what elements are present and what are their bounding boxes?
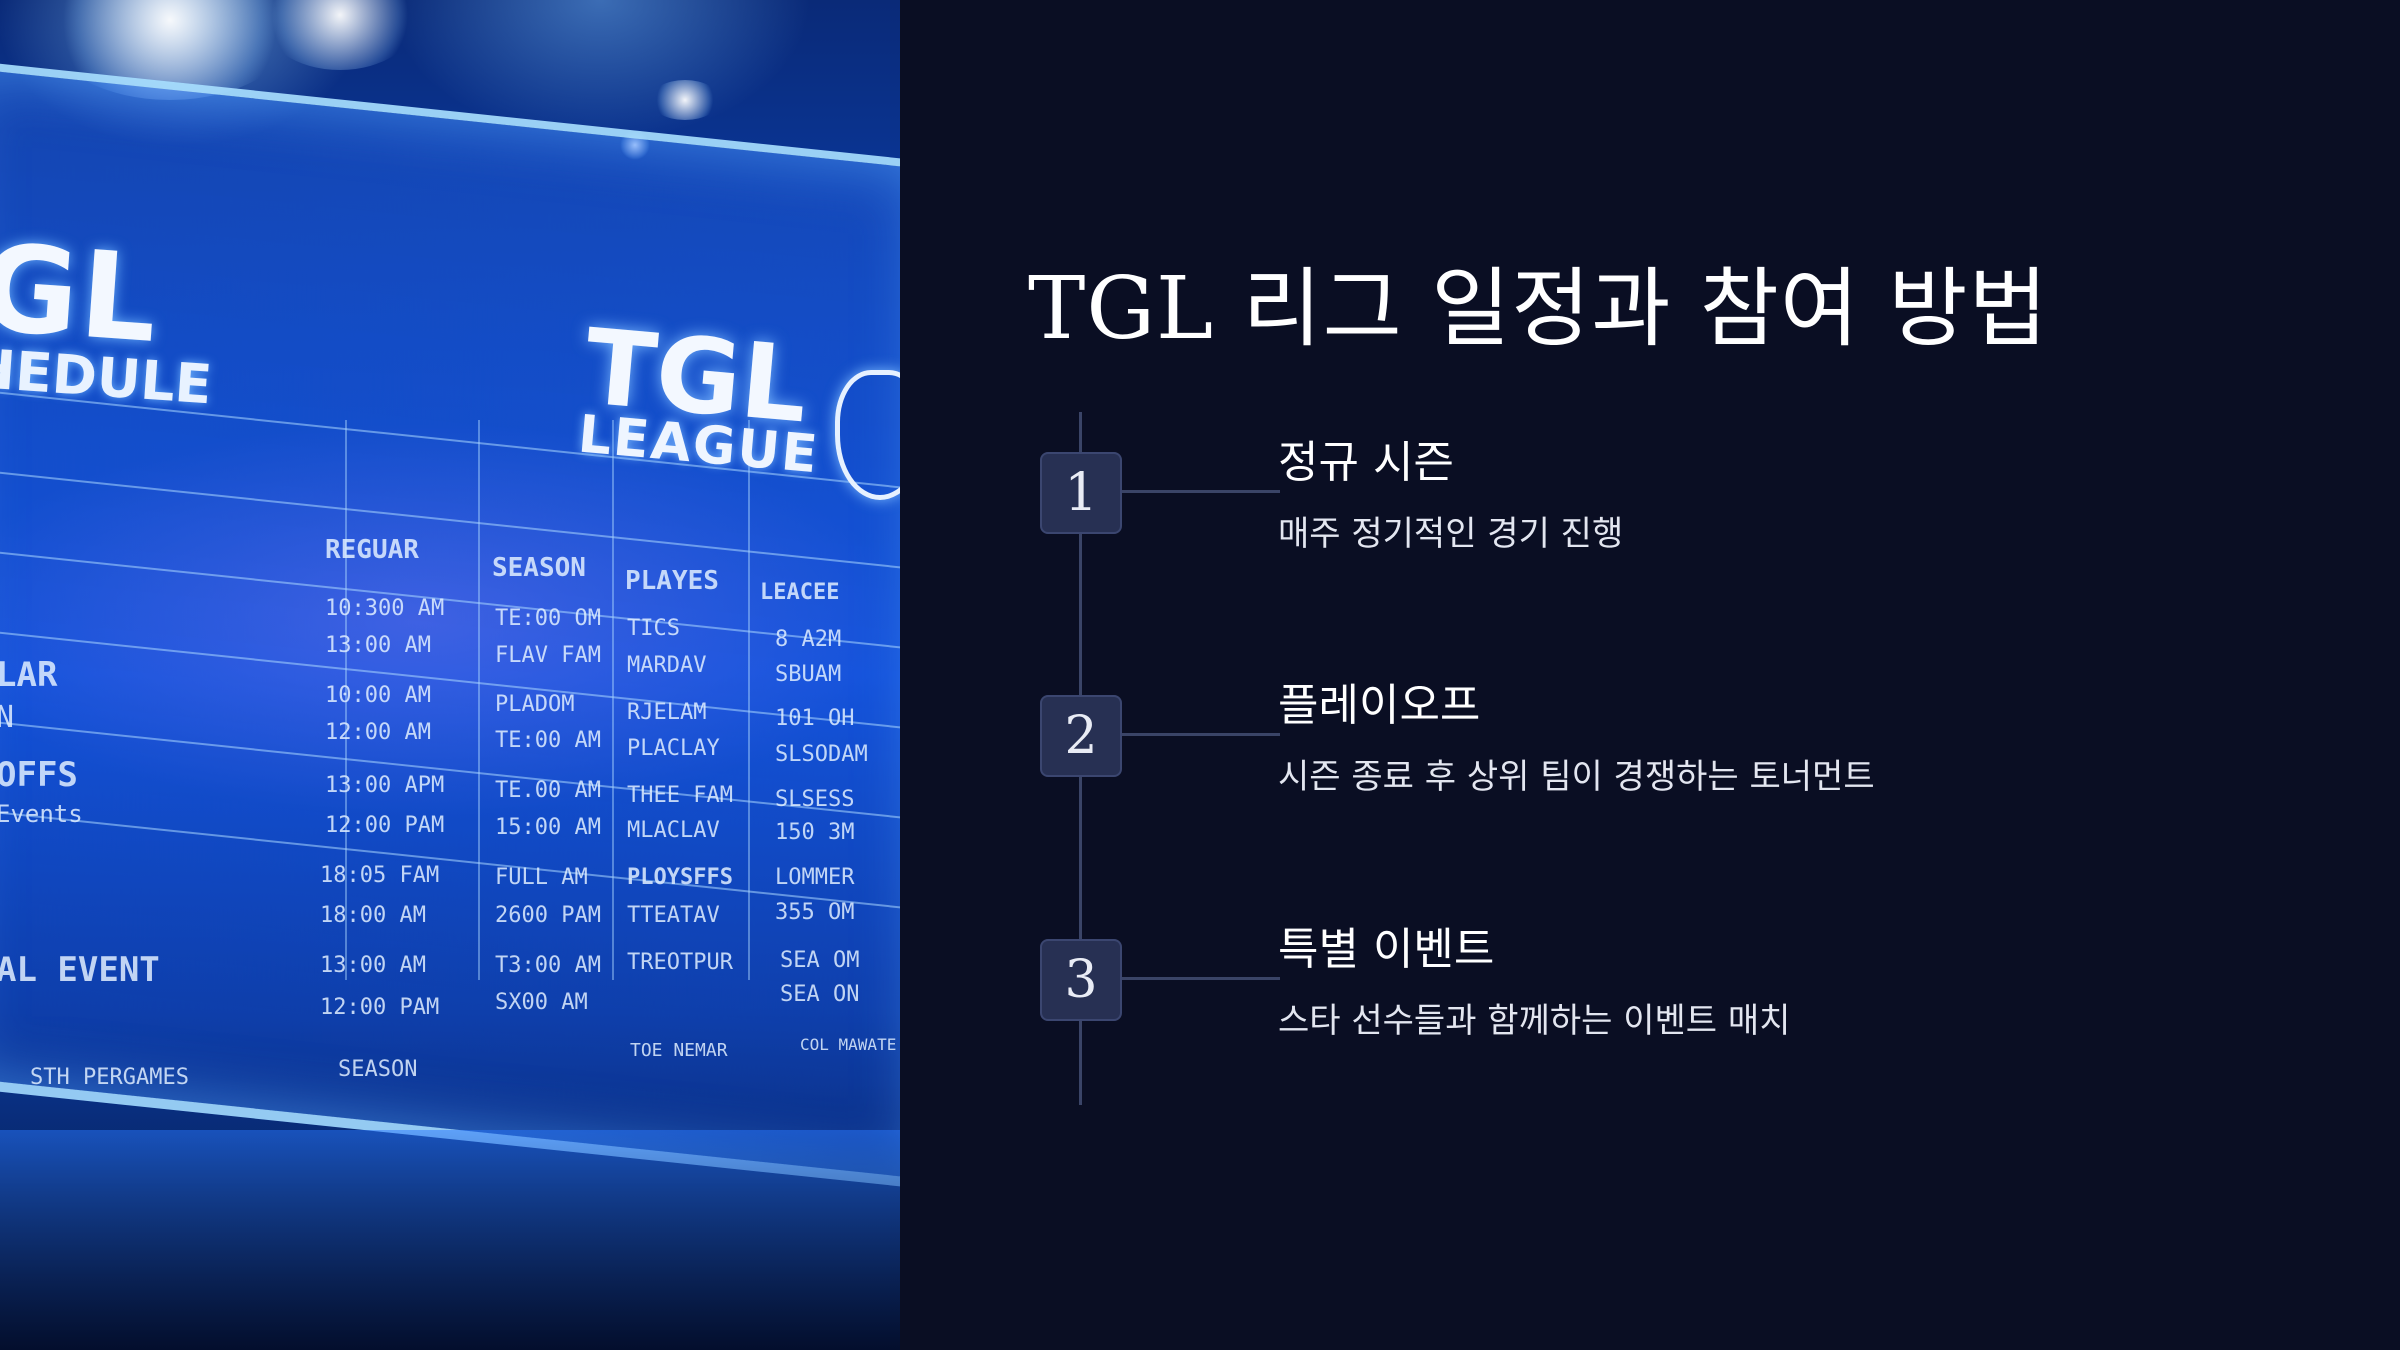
board-side-label: N bbox=[0, 700, 15, 735]
board-cell: 12:00 PAM bbox=[325, 813, 445, 838]
board-column-line bbox=[345, 420, 347, 980]
board-cell: 10:300 AM bbox=[325, 596, 445, 621]
board-cell: 10:00 AM bbox=[325, 683, 431, 708]
hero-image: GL HEDULE TGL LEAGUE REGUAR SEASON PLAYE… bbox=[0, 0, 900, 1350]
board-cell: THEE FAM bbox=[627, 783, 733, 808]
step-number-badge: 1 bbox=[1040, 452, 1122, 534]
board-cell: MARDAV bbox=[627, 653, 707, 678]
step-description: 매주 정기적인 경기 진행 bbox=[1278, 514, 1624, 554]
board-cell: 18:00 AM bbox=[320, 903, 426, 928]
board-gridline bbox=[0, 717, 900, 821]
board-cell: SEA ON bbox=[780, 982, 860, 1007]
step-title: 특별 이벤트 bbox=[1278, 924, 1495, 975]
board-cell: 12:00 AM bbox=[325, 720, 431, 745]
board-cell: TREOTPUR bbox=[627, 950, 733, 975]
stage-light bbox=[650, 80, 720, 120]
step-title: 정규 시즌 bbox=[1278, 437, 1454, 488]
board-side-label: STH PERGAMES bbox=[30, 1065, 189, 1090]
board-header: SEASON bbox=[492, 553, 586, 583]
board-cell: SLSESS bbox=[775, 787, 855, 812]
board-cell: 15:00 AM bbox=[495, 815, 601, 840]
board-side-label: AL EVENT bbox=[0, 950, 160, 990]
board-column-line bbox=[748, 420, 750, 980]
board-cell: 150 3M bbox=[775, 820, 855, 845]
board-cell: PLACLAY bbox=[627, 736, 720, 761]
board-cell: 13:00 AM bbox=[320, 953, 426, 978]
board-gridline bbox=[0, 467, 900, 571]
board-side-label: Events bbox=[0, 800, 83, 828]
step-number-badge: 2 bbox=[1040, 695, 1122, 777]
board-cell: TE:00 AM bbox=[495, 728, 601, 753]
board-cell: 13:00 AM bbox=[325, 633, 431, 658]
step-description: 스타 선수들과 함께하는 이벤트 매치 bbox=[1278, 1001, 1791, 1041]
timeline-step: 1 정규 시즌 매주 정기적인 경기 진행 bbox=[1040, 437, 2340, 592]
board-cell: 18:05 FAM bbox=[320, 863, 440, 888]
board-cell: 355 OM bbox=[775, 900, 855, 925]
board-cell: 12:00 PAM bbox=[320, 995, 440, 1020]
step-number-badge: 3 bbox=[1040, 939, 1122, 1021]
board-cell: 13:00 APM bbox=[325, 773, 445, 798]
step-connector bbox=[1122, 490, 1280, 493]
step-connector bbox=[1122, 977, 1280, 980]
board-cell: PLADOM bbox=[495, 692, 575, 717]
stage-floor bbox=[0, 1130, 900, 1350]
timeline-step: 2 플레이오프 시즌 종료 후 상위 팀이 경쟁하는 토너먼트 bbox=[1040, 680, 2340, 835]
board-header: REGUAR bbox=[325, 535, 419, 565]
board-column-line bbox=[612, 420, 614, 980]
board-cell: FULL AM bbox=[495, 865, 588, 890]
board-footer: SEASON bbox=[338, 1057, 418, 1082]
board-cell: TE.00 AM bbox=[495, 778, 601, 803]
board-cell: SEA OM bbox=[780, 948, 860, 973]
board-cell: 101 OH bbox=[775, 706, 855, 731]
board-cell: TTEATAV bbox=[627, 903, 720, 928]
step-connector bbox=[1122, 733, 1280, 736]
timeline-step: 3 특별 이벤트 스타 선수들과 함께하는 이벤트 매치 bbox=[1040, 924, 2340, 1079]
slide-content: TGL 리그 일정과 참여 방법 1 정규 시즌 매주 정기적인 경기 진행 2… bbox=[900, 0, 2400, 1350]
slide-title: TGL 리그 일정과 참여 방법 bbox=[1028, 259, 2049, 359]
board-side-label: OFFS bbox=[0, 755, 78, 795]
board-cell: TE:00 OM bbox=[495, 606, 601, 631]
stage-light bbox=[620, 130, 650, 160]
board-cell: TICS bbox=[627, 616, 680, 641]
board-cell: LOMMER bbox=[775, 865, 855, 890]
board-footer: TOE NEMAR bbox=[630, 1040, 728, 1061]
board-cell: SLSODAM bbox=[775, 742, 868, 767]
step-title: 플레이오프 bbox=[1278, 680, 1481, 731]
board-column-line bbox=[478, 420, 480, 980]
board-gridline bbox=[0, 627, 900, 731]
board-cell: MLACLAV bbox=[627, 818, 720, 843]
board-cell: 8 A2M bbox=[775, 627, 842, 652]
league-crest-icon bbox=[835, 370, 900, 500]
step-description: 시즌 종료 후 상위 팀이 경쟁하는 토너먼트 bbox=[1278, 757, 1875, 797]
stage-light bbox=[260, 0, 420, 70]
board-gridline bbox=[0, 807, 900, 911]
board-cell: FLAV FAM bbox=[495, 643, 601, 668]
board-cell: RJELAM bbox=[627, 700, 707, 725]
board-cell: SBUAM bbox=[775, 662, 842, 687]
board-cell: T3:00 AM bbox=[495, 953, 601, 978]
board-side-label: LAR bbox=[0, 655, 58, 695]
board-header: PLAYES bbox=[625, 566, 719, 596]
board-cell: SX00 AM bbox=[495, 990, 588, 1015]
board-cell: 2600 PAM bbox=[495, 903, 601, 928]
board-footer: COL MAWATE bbox=[800, 1035, 897, 1054]
board-header: LEACEE bbox=[760, 580, 840, 605]
board-cell: PLOYSFFS bbox=[627, 865, 733, 890]
